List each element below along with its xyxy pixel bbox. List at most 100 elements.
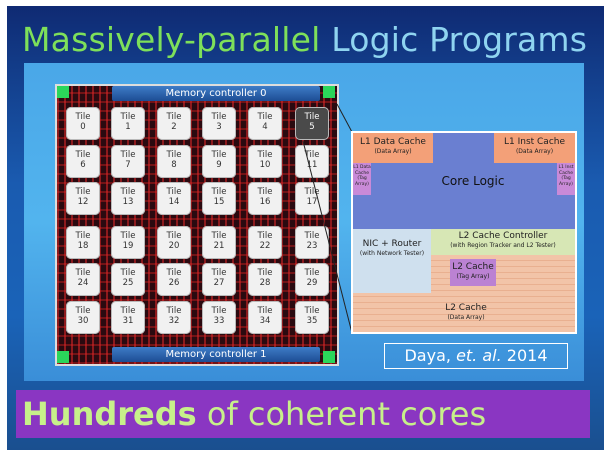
tile-word: Tile [75,306,91,316]
tile-number: 32 [168,316,180,326]
tile-word: Tile [120,231,136,241]
memory-controller-1: Memory controller 1 [112,347,320,362]
tile-word: Tile [120,268,136,278]
tile-word: Tile [257,150,273,160]
tile-number: 22 [259,241,271,251]
bottom-banner: Hundreds of coherent cores [16,390,590,438]
tile-number: 4 [262,122,268,132]
tile-number: 28 [259,278,271,288]
tile-word: Tile [120,150,136,160]
tile-number: 19 [122,241,134,251]
tile-word: Tile [304,268,320,278]
bottom-banner-bold: Hundreds [22,395,197,433]
die-corner-marker [323,351,335,363]
l2-cache-controller-block: L2 Cache Controller (with Region Tracker… [431,229,575,255]
tile-word: Tile [166,187,182,197]
tile-word: Tile [75,150,91,160]
tile-number: 14 [168,197,180,207]
tile-word: Tile [166,268,182,278]
tile-number: 15 [213,197,225,207]
tile-number: 11 [306,160,318,170]
die-corner-marker [323,86,335,98]
tile-word: Tile [304,150,320,160]
l2-cache-label: L2 Cache [445,303,487,313]
tile-number: 9 [216,160,222,170]
title-part-2: Logic Programs [331,20,588,59]
nic-router-label: NIC + Router [362,239,422,249]
tile-number: 34 [259,316,271,326]
l1-data-cache-label: L1 Data Cache [360,137,426,147]
tile-number: 1 [125,122,131,132]
tile-number: 17 [306,197,318,207]
l1-inst-cache-label: L1 Inst Cache [503,137,566,147]
tile-word: Tile [166,306,182,316]
tile-number: 26 [168,278,180,288]
l2-cache-controller-label: L2 Cache Controller [458,231,548,241]
tile-number: 35 [306,316,318,326]
tile-number: 16 [259,197,271,207]
tile-number: 33 [213,316,225,326]
tile-word: Tile [211,187,227,197]
tile-word: Tile [257,231,273,241]
tile-number: 20 [168,241,180,251]
tile-word: Tile [304,306,320,316]
tile-word: Tile [211,112,227,122]
tile-word: Tile [257,187,273,197]
tile-number: 3 [216,122,222,132]
tile-number: 13 [122,197,134,207]
tile-word: Tile [257,306,273,316]
tile-number: 0 [80,122,86,132]
tile-word: Tile [120,187,136,197]
tile-number: 24 [77,278,89,288]
l2-cache-sublabel: (Data Array) [447,314,485,321]
citation-author: Daya, [404,346,451,365]
tile-word: Tile [257,268,273,278]
l1-data-cache-block: L1 Data Cache (Data Array) [353,133,433,163]
die-corner-marker [57,86,69,98]
tile-number: 18 [77,241,89,251]
tile-word: Tile [304,112,320,122]
l2-cache-controller-sublabel: (with Region Tracker and L2 Tester) [450,242,556,249]
tile-word: Tile [75,112,91,122]
l1-data-tag-array: L1 Data Cache (Tag Array) [353,163,371,195]
tile-word: Tile [304,187,320,197]
l1-inst-cache-block: L1 Inst Cache (Data Array) [494,133,575,163]
tile-word: Tile [304,231,320,241]
tile-number: 21 [213,241,225,251]
l2-data-array-block: L2 Cache (Data Array) [413,303,519,325]
l2-tag-array-block: L2 Cache (Tag Array) [450,259,496,286]
title-part-1: Massively-parallel [22,20,321,59]
l2-data-region [353,293,575,332]
citation-year: 2014 [506,346,548,365]
tile-number: 12 [77,197,89,207]
l1-inst-cache-sublabel: (Data Array) [515,148,554,155]
tile-number: 5 [309,122,315,132]
tile-number: 2 [171,122,177,132]
core-logic-label: Core Logic [441,174,505,188]
tile-word: Tile [166,112,182,122]
